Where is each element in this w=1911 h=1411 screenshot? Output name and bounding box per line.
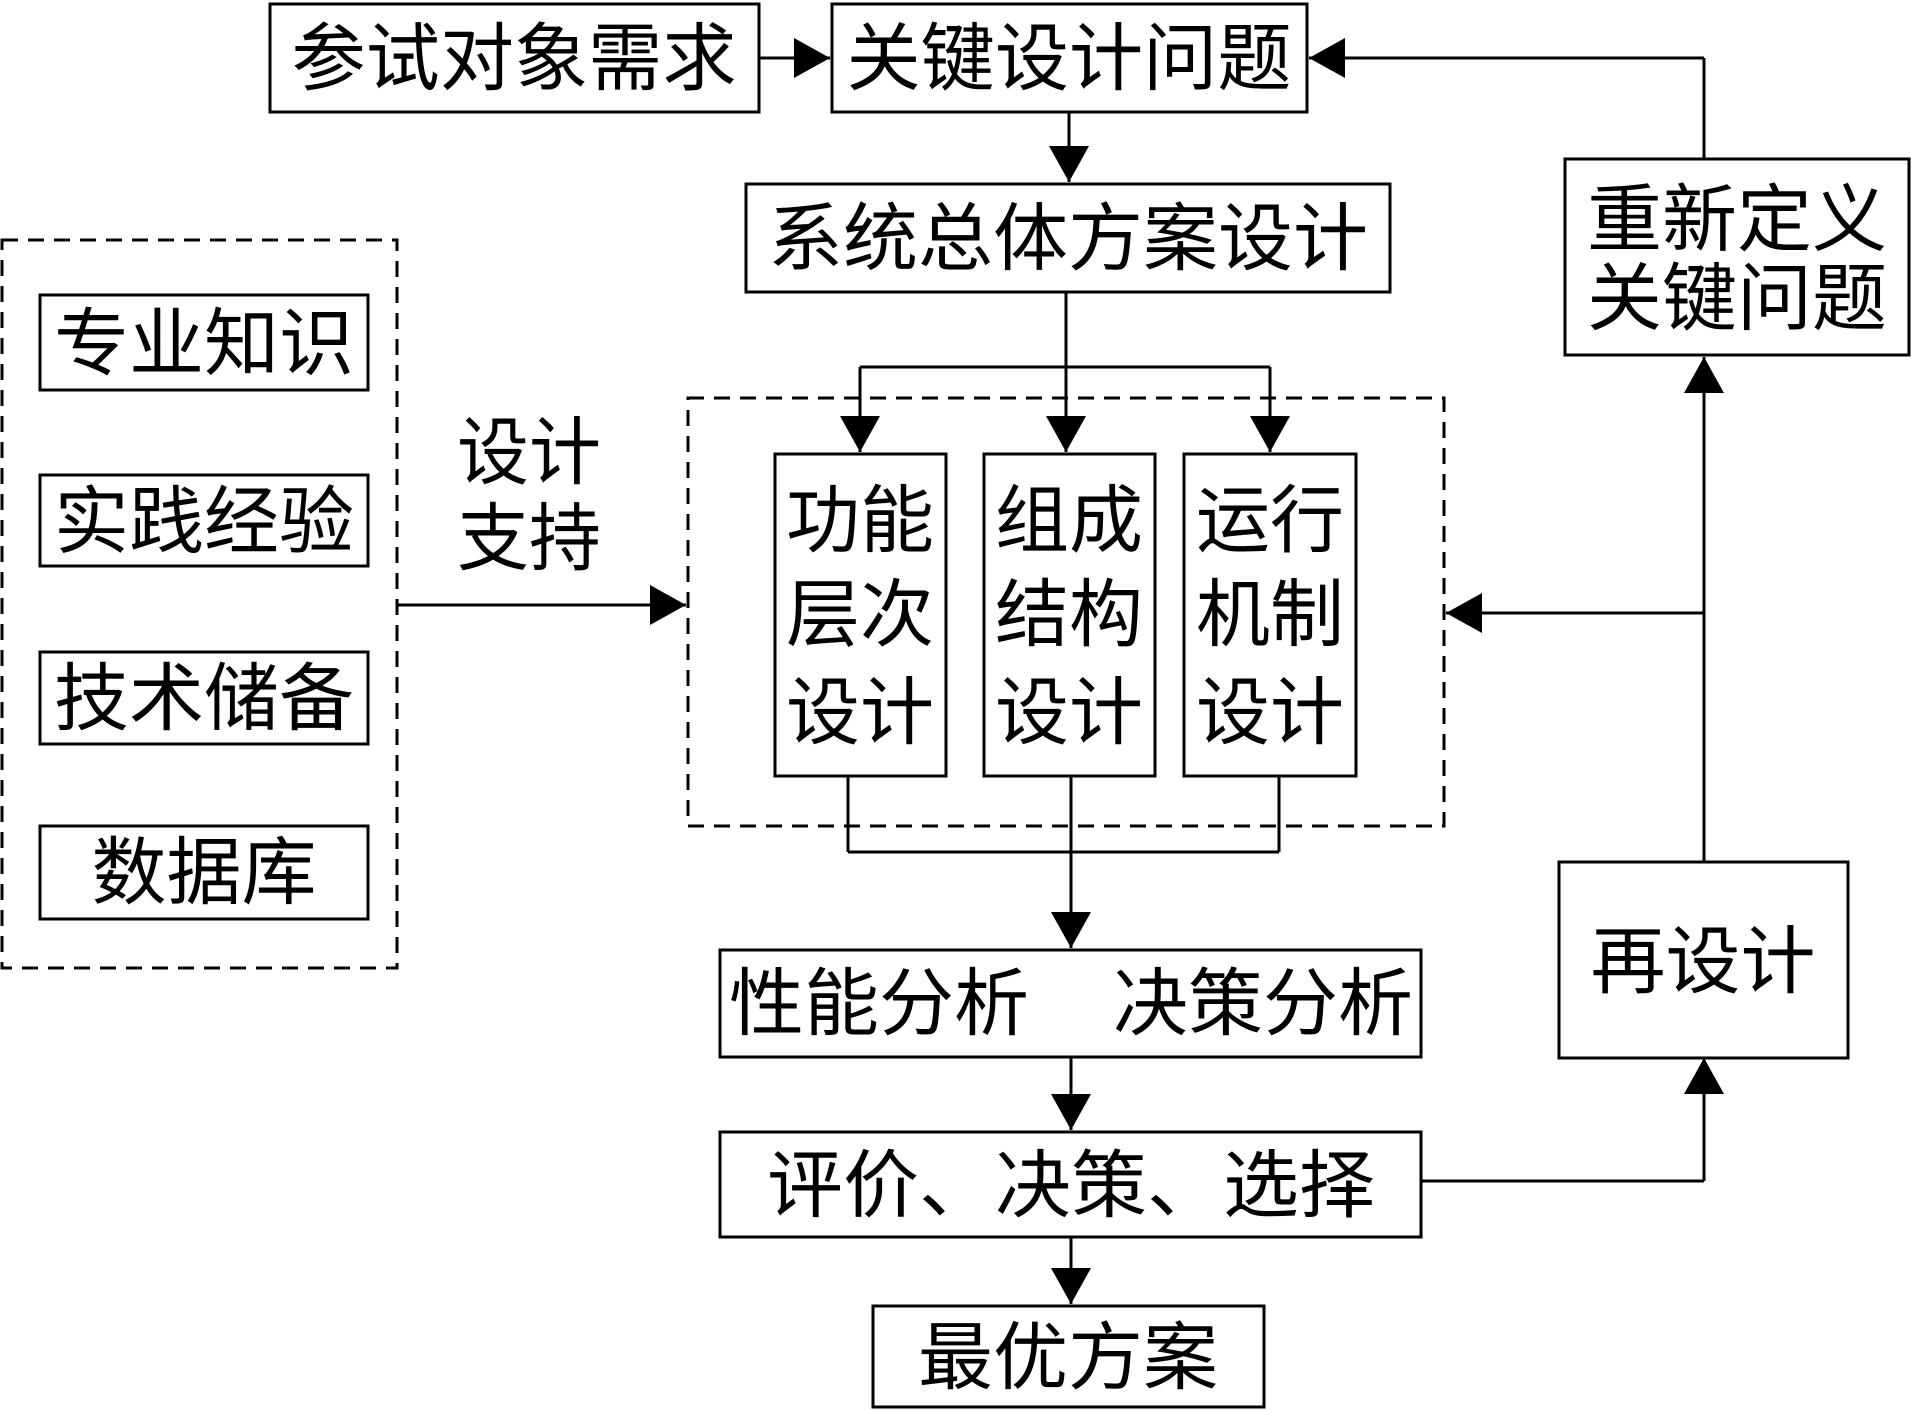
function-level-design-line-3: 设计: [786, 670, 934, 756]
support-item-4: 数据库: [92, 830, 317, 916]
connectors: [397, 38, 1724, 1304]
support-item-box-4: [38, 824, 370, 921]
function-level-design-line-1: 功能: [786, 478, 934, 564]
key-design-issues-label: 关键设计问题: [847, 16, 1292, 102]
support-item-box-3: [38, 650, 370, 746]
evaluation-selection-box: [718, 1130, 1423, 1239]
overall-scheme-box: [744, 182, 1392, 294]
decision-analysis-label: 决策分析: [1113, 961, 1413, 1047]
function-level-design-line-2: 层次: [786, 572, 934, 658]
redefine-key-issues-line-2: 关键问题: [1587, 256, 1887, 342]
overall-scheme-label: 系统总体方案设计: [768, 196, 1368, 282]
redefine-key-issues-box: [1563, 157, 1911, 357]
design-support-label-line-1: 设计: [457, 410, 601, 496]
operation-mechanism-design-line-3: 设计: [1196, 670, 1344, 756]
participant-needs-box: [268, 2, 761, 114]
redesign-label: 再设计: [1591, 919, 1816, 1005]
support-item-box-1: [38, 293, 370, 392]
composition-structure-design-line-3: 设计: [995, 670, 1143, 756]
participant-needs-label: 参试对象需求: [292, 16, 737, 102]
composition-structure-design-line-2: 结构: [995, 572, 1143, 658]
analysis-box: [718, 948, 1423, 1059]
support-item-3: 技术储备: [54, 656, 354, 742]
optimal-scheme-box: [871, 1304, 1266, 1409]
evaluation-selection-label: 评价、决策、选择: [767, 1143, 1375, 1229]
optimal-scheme-label: 最优方案: [918, 1315, 1218, 1401]
redesign-box: [1557, 860, 1850, 1060]
operation-mechanism-design-line-1: 运行: [1196, 478, 1344, 564]
support-item-1: 专业知识: [54, 301, 354, 387]
composition-structure-design-line-1: 组成: [995, 478, 1143, 564]
support-item-box-2: [38, 473, 370, 568]
performance-analysis-label: 性能分析: [729, 961, 1029, 1047]
composition-structure-design-box: [982, 452, 1157, 778]
operation-mechanism-design-box: [1182, 452, 1358, 778]
redefine-key-issues-line-1: 重新定义: [1587, 177, 1887, 263]
key-design-issues-box: [830, 2, 1309, 114]
function-level-design-box: [773, 452, 948, 778]
operation-mechanism-design-line-2: 机制: [1196, 572, 1344, 658]
design-support-label-line-2: 支持: [457, 496, 601, 582]
support-item-2: 实践经验: [54, 479, 354, 565]
